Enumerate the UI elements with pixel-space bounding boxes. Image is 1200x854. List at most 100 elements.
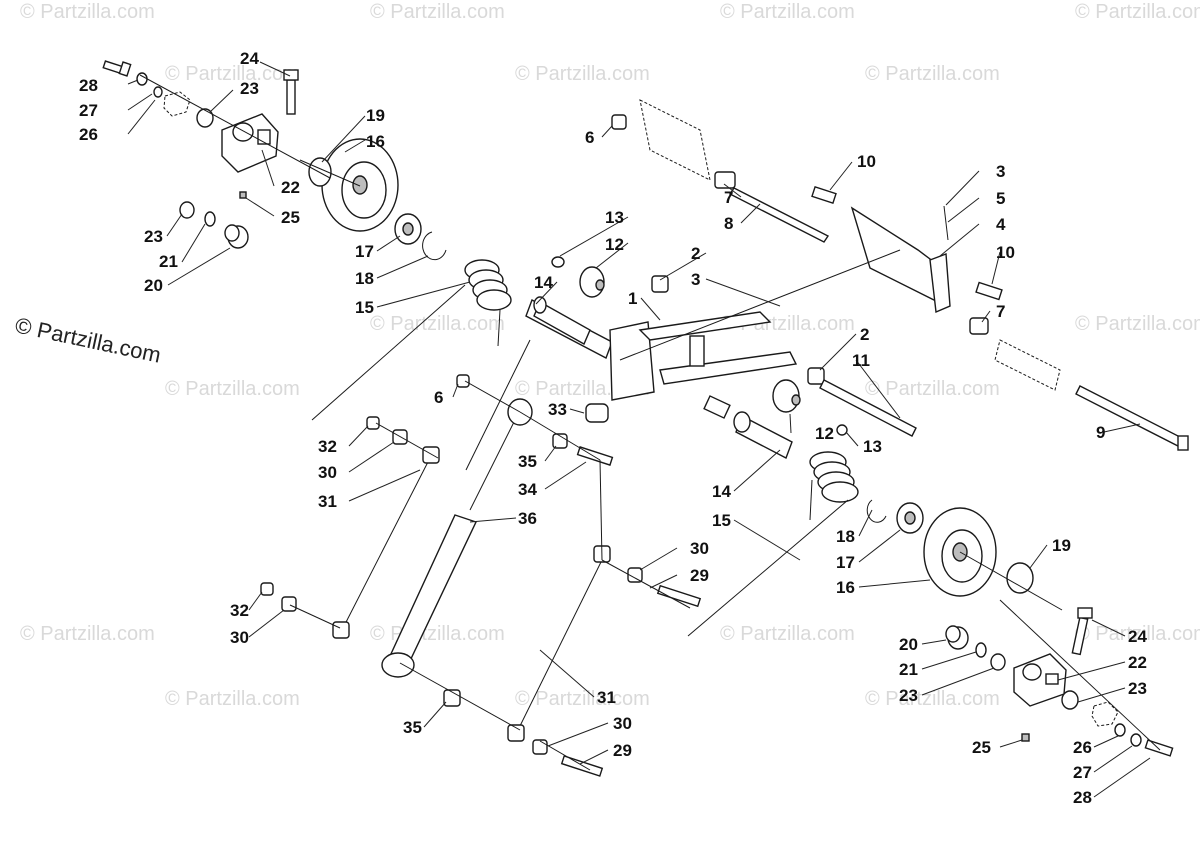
callout-19: 19 xyxy=(1052,536,1071,555)
callout-29: 29 xyxy=(613,741,632,760)
callout-9: 9 xyxy=(1096,423,1105,442)
callout-28: 28 xyxy=(1073,788,1092,807)
assembly-line xyxy=(375,422,439,459)
callout-33: 33 xyxy=(548,400,567,419)
part-cap-20-lower xyxy=(945,625,969,650)
part-phantom-mount-lower xyxy=(1091,701,1119,727)
part-nut-25 xyxy=(239,191,247,199)
callout-30: 30 xyxy=(690,539,709,558)
watermark: © Partzilla.com xyxy=(165,63,300,85)
leader-lines xyxy=(127,61,1151,798)
part-phantom-mount xyxy=(163,91,191,117)
callout-12: 12 xyxy=(605,235,624,254)
part-axle-block-22 xyxy=(221,113,279,173)
part-bolt-28-upper xyxy=(102,60,132,77)
callout-12: 12 xyxy=(815,424,834,443)
part-bolt-9 xyxy=(1075,385,1189,451)
callout-30: 30 xyxy=(230,628,249,647)
assembly-line xyxy=(464,380,521,413)
part-bushing-23-lower-a xyxy=(990,653,1006,671)
callout-31: 31 xyxy=(597,688,616,707)
callout-14: 14 xyxy=(712,482,731,501)
callout-27: 27 xyxy=(79,101,98,120)
part-bearing-19-lower xyxy=(1006,562,1034,594)
watermark: © Partzilla.com xyxy=(515,63,650,85)
callout-25: 25 xyxy=(281,208,300,227)
part-snap-ring-18-upper xyxy=(422,231,447,261)
watermark: © Partzilla.com xyxy=(1075,313,1200,335)
callout-7: 7 xyxy=(724,188,733,207)
callout-24: 24 xyxy=(1128,627,1147,646)
callout-23: 23 xyxy=(144,227,163,246)
part-snap-ring-18-lower xyxy=(866,499,887,523)
part-washer-21-lower xyxy=(975,642,987,658)
callout-5: 5 xyxy=(996,189,1005,208)
part-pin-5 xyxy=(943,205,949,241)
assembly-line xyxy=(465,339,531,471)
callout-2: 2 xyxy=(860,325,869,344)
part-bearing-17-upper xyxy=(394,213,422,245)
part-cap-20-upper xyxy=(224,224,249,249)
callout-13: 13 xyxy=(605,208,624,227)
part-nut-6-upper xyxy=(611,114,627,130)
callout-30: 30 xyxy=(613,714,632,733)
watermark: © Partzilla.com xyxy=(515,688,650,710)
part-nut-32-upper xyxy=(366,416,380,430)
part-bushing-2-upper xyxy=(651,275,669,293)
part-washer-27 xyxy=(136,72,148,86)
watermark: © Partzilla.com xyxy=(865,688,1000,710)
watermark: © Partzilla.com xyxy=(370,1,505,23)
callout-24: 24 xyxy=(240,49,259,68)
callout-28: 28 xyxy=(79,76,98,95)
callout-14: 14 xyxy=(534,273,553,292)
callout-18: 18 xyxy=(355,269,374,288)
callout-2: 2 xyxy=(691,244,700,263)
assembly-line xyxy=(599,459,603,561)
callout-29: 29 xyxy=(690,566,709,585)
part-shaft-11 xyxy=(819,379,917,437)
callout-18: 18 xyxy=(836,527,855,546)
callout-8: 8 xyxy=(724,214,733,233)
callout-11: 11 xyxy=(852,351,870,370)
part-shaft-8 xyxy=(728,187,830,243)
assembly-line xyxy=(539,740,591,771)
callout-21: 21 xyxy=(899,660,918,679)
callout-4: 4 xyxy=(996,215,1006,234)
assembly-line xyxy=(299,159,361,187)
watermark: © Partzilla.com xyxy=(165,378,300,400)
part-cross-tube-14-left xyxy=(533,296,591,345)
callout-34: 34 xyxy=(518,480,537,499)
watermark: © Partzilla.com xyxy=(1075,1,1200,23)
part-bushing-23-lower xyxy=(179,201,195,219)
part-phantom-rail-upper xyxy=(639,99,711,181)
assembly-line xyxy=(959,551,1063,611)
parts-layer xyxy=(102,60,1189,777)
callout-17: 17 xyxy=(836,553,855,572)
callout-3: 3 xyxy=(691,270,700,289)
watermark: © Partzilla.com xyxy=(720,623,855,645)
part-bolt-24-upper xyxy=(283,69,299,115)
callout-25: 25 xyxy=(972,738,991,757)
part-link-rod-31-left xyxy=(332,446,440,639)
part-bushing-23 xyxy=(196,108,214,128)
part-bushing-12-lower xyxy=(772,379,801,413)
callout-16: 16 xyxy=(836,578,855,597)
callout-31: 31 xyxy=(318,492,337,511)
assembly-line xyxy=(139,74,331,179)
part-bearing-19-upper xyxy=(308,157,332,187)
watermark: © Partzilla.com xyxy=(370,313,505,335)
part-washer-26 xyxy=(153,86,163,98)
callout-15: 15 xyxy=(355,298,374,317)
part-bushing-30-c xyxy=(627,567,643,583)
callout-21: 21 xyxy=(159,252,178,271)
watermark: © Partzilla.com xyxy=(1075,623,1200,645)
callout-35: 35 xyxy=(518,452,537,471)
callout-20: 20 xyxy=(899,635,918,654)
part-spring-15-right xyxy=(687,451,859,637)
callout-labels: 28 27 26 23 24 19 16 22 25 23 21 20 17 1… xyxy=(79,49,1147,807)
callout-7: 7 xyxy=(996,302,1005,321)
part-bolt-29-lower xyxy=(560,755,604,777)
assembly-line xyxy=(399,662,521,731)
part-bushing-12-upper xyxy=(579,266,605,298)
